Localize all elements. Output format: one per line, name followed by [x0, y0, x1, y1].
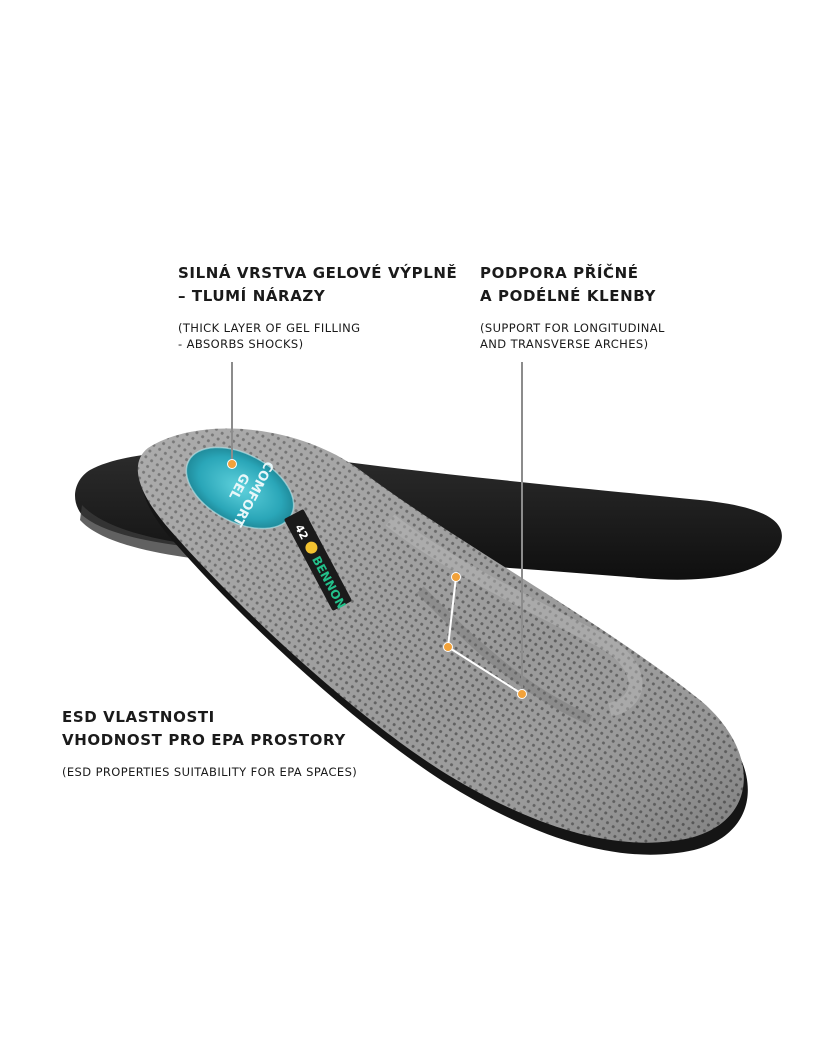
callout-arch	[443, 362, 527, 699]
callout-gel	[227, 362, 237, 469]
annotation-arch-support: PODPORA PŘÍČNÉ A PODÉLNÉ KLENBY (SUPPORT…	[480, 262, 665, 352]
annotation-gel-title: SILNÁ VRSTVA GELOVÉ VÝPLNĚ – TLUMÍ NÁRAZ…	[178, 264, 458, 305]
size-label: 42	[292, 522, 311, 542]
annotation-esd-subtitle: (ESD PROPERTIES SUITABILITY FOR EPA SPAC…	[62, 765, 358, 779]
callout-gel-dot	[227, 459, 237, 469]
comfort-gel-pad: COMFORT GEL	[185, 446, 295, 530]
front-insole-gray	[137, 428, 744, 843]
esd-badge-icon	[305, 541, 318, 554]
callout-arch-dot-longitudinal	[443, 642, 453, 652]
annotation-arch-title: PODPORA PŘÍČNÉ A PODÉLNÉ KLENBY	[480, 264, 656, 305]
callout-arch-dot-transverse	[451, 572, 461, 582]
annotation-arch-subtitle: (SUPPORT FOR LONGITUDINAL AND TRANSVERSE…	[480, 321, 665, 351]
annotation-esd-title: ESD VLASTNOSTI VHODNOST PRO EPA PROSTORY	[62, 708, 346, 749]
annotation-gel-subtitle: (THICK LAYER OF GEL FILLING - ABSORBS SH…	[178, 321, 361, 351]
annotation-gel-filling: SILNÁ VRSTVA GELOVÉ VÝPLNĚ – TLUMÍ NÁRAZ…	[178, 262, 457, 352]
callout-arch-dot-main	[517, 689, 527, 699]
annotation-esd-properties: ESD VLASTNOSTI VHODNOST PRO EPA PROSTORY…	[62, 706, 357, 780]
